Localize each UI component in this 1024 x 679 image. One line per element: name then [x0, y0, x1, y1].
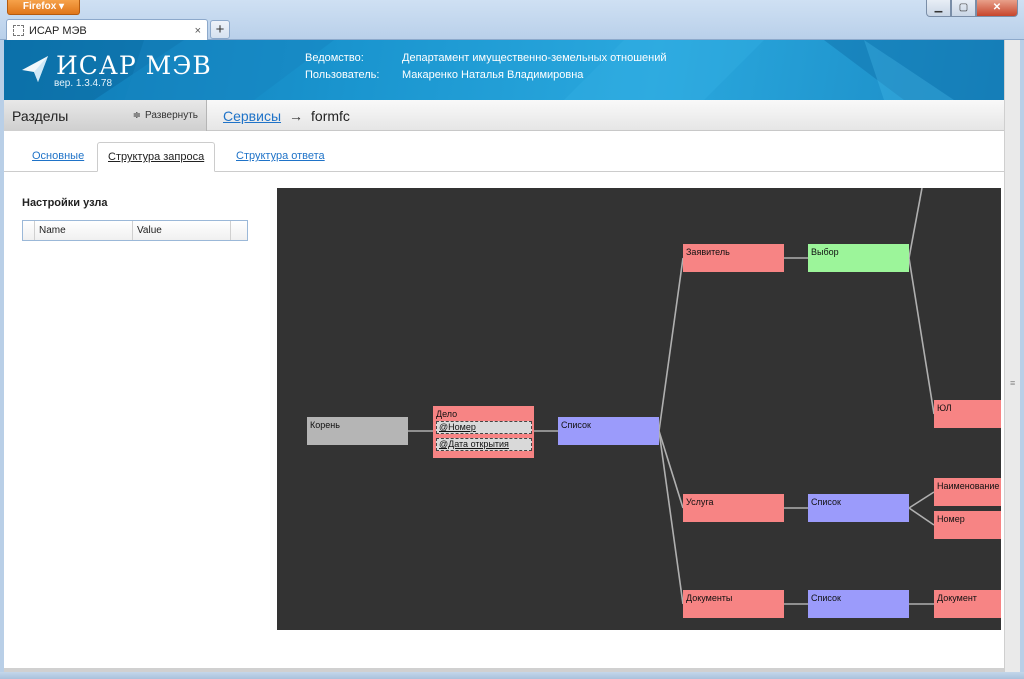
- vertical-scrollbar[interactable]: ≡: [1004, 40, 1020, 672]
- paper-plane-logo-icon: [22, 56, 48, 82]
- node-choice[interactable]: Выбор: [808, 244, 909, 272]
- window-frame-right: [1020, 40, 1024, 672]
- attr-open-date[interactable]: @Дата открытия: [436, 438, 532, 451]
- edge-choice-up: [908, 188, 923, 259]
- content-tabs: Основные Структура запроса Структура отв…: [4, 142, 1004, 172]
- grid-header-spacer: [231, 221, 247, 240]
- app-version: вер. 1.3.4.78: [54, 78, 113, 89]
- window-frame-bottom: [0, 672, 1024, 679]
- node-delo-label: Дело: [436, 409, 458, 419]
- grid-header-value[interactable]: Value: [133, 221, 231, 240]
- minimize-button[interactable]: ▁: [926, 0, 951, 17]
- expand-label: Развернуть: [144, 110, 198, 121]
- browser-tab[interactable]: ИСАР МЭВ ×: [6, 19, 208, 41]
- edge-list-name: [908, 491, 935, 509]
- grid-header-name[interactable]: Name: [35, 221, 133, 240]
- breadcrumb: Сервисы → formfc: [223, 108, 350, 124]
- tab-request-structure[interactable]: Структура запроса: [97, 142, 216, 172]
- scrollbar-grip-icon: ≡: [1010, 378, 1016, 388]
- maximize-button[interactable]: ▢: [951, 0, 976, 17]
- node-root[interactable]: Корень: [307, 417, 408, 445]
- breadcrumb-services-link[interactable]: Сервисы: [223, 108, 282, 124]
- page-favicon-icon: [13, 25, 24, 36]
- user-label: Пользователь:: [305, 69, 380, 81]
- node-list-documents[interactable]: Список: [808, 590, 909, 618]
- window-frame-left: [0, 40, 4, 672]
- tab-response-structure[interactable]: Структура ответа: [236, 150, 325, 162]
- new-tab-button[interactable]: +: [210, 20, 230, 39]
- department-value: Департамент имущественно-земельных отнош…: [402, 52, 667, 64]
- node-settings-grid: Name Value: [22, 220, 248, 241]
- header-background-facets: [4, 40, 1004, 100]
- app-header: ИСАР МЭВ вер. 1.3.4.78 Ведомство: Департ…: [4, 40, 1004, 100]
- section-bar: Разделы ≑ Развернуть Сервисы → formfc: [4, 100, 1004, 131]
- horizontal-scrollbar[interactable]: [4, 668, 1004, 672]
- node-settings-title: Настройки узла: [22, 197, 108, 209]
- sections-panel-header: Разделы ≑ Развернуть: [4, 100, 207, 131]
- sections-title: Разделы: [12, 108, 69, 124]
- tab-close-icon[interactable]: ×: [194, 24, 201, 37]
- grid-row-selector-column: [23, 221, 35, 240]
- edge-list-documents: [658, 430, 684, 605]
- browser-chrome: Firefox ▾ ▁ ▢ ✕ ИСАР МЭВ × +: [0, 0, 1024, 41]
- tab-basic[interactable]: Основные: [32, 150, 85, 162]
- expand-button[interactable]: ≑ Развернуть: [133, 110, 198, 121]
- node-documents[interactable]: Документы: [683, 590, 784, 618]
- node-list-main[interactable]: Список: [558, 417, 659, 445]
- node-list-service[interactable]: Список: [808, 494, 909, 522]
- breadcrumb-current: formfc: [311, 108, 350, 124]
- breadcrumb-arrow: →: [289, 108, 304, 124]
- node-applicant[interactable]: Заявитель: [683, 244, 784, 272]
- user-value: Макаренко Наталья Владимировна: [402, 69, 584, 81]
- node-service[interactable]: Услуга: [683, 494, 784, 522]
- node-document[interactable]: Документ: [934, 590, 1001, 618]
- edge-choice-ul: [908, 257, 935, 415]
- node-number[interactable]: Номер: [934, 511, 1001, 539]
- edge-list-number: [908, 507, 935, 526]
- firefox-menu-button[interactable]: Firefox ▾: [7, 0, 80, 15]
- structure-diagram[interactable]: Корень Дело @Номер @Дата открытия Список…: [277, 188, 1001, 630]
- attr-number[interactable]: @Номер: [436, 421, 532, 434]
- edge-list-applicant: [658, 257, 684, 432]
- diagram-edges: [408, 188, 935, 605]
- expand-icon: ≑: [132, 110, 141, 121]
- browser-tab-title: ИСАР МЭВ: [29, 24, 87, 37]
- department-label: Ведомство:: [305, 52, 364, 64]
- node-delo[interactable]: Дело @Номер @Дата открытия: [433, 406, 534, 458]
- close-window-button[interactable]: ✕: [976, 0, 1018, 17]
- node-name[interactable]: Наименование: [934, 478, 1001, 506]
- app-title: ИСАР МЭВ: [56, 51, 212, 80]
- node-ul[interactable]: ЮЛ: [934, 400, 1001, 428]
- window-controls: ▁ ▢ ✕: [926, 0, 1018, 17]
- edge-list-service: [658, 430, 684, 509]
